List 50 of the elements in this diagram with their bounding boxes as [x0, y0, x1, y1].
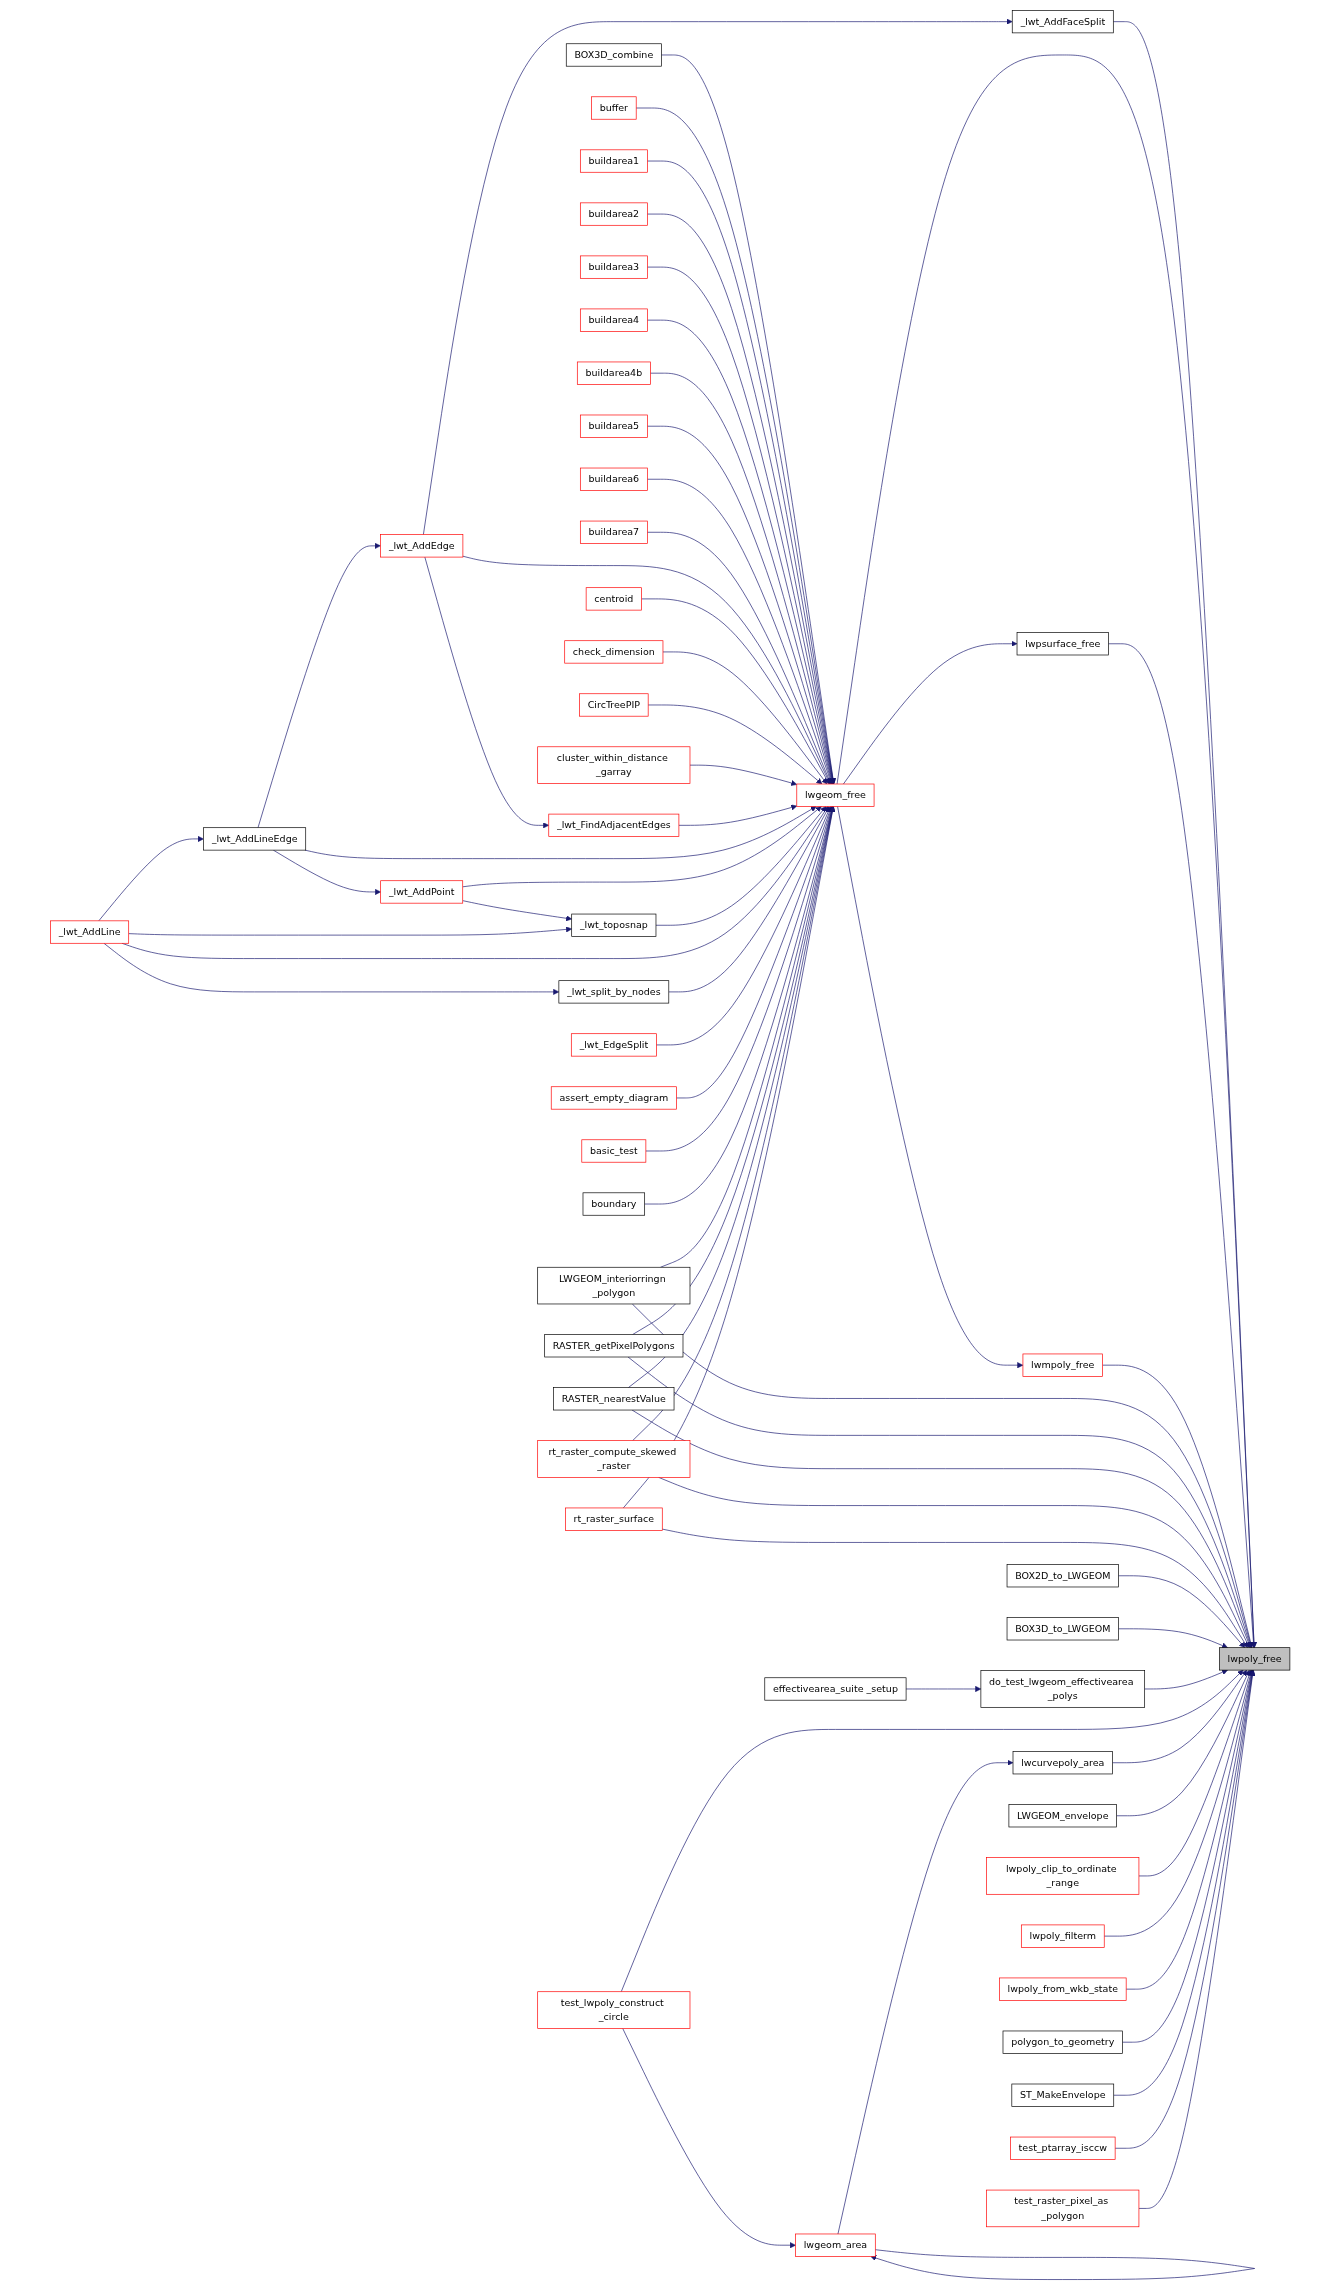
node-box: lwgeom_area: [795, 2233, 876, 2257]
node-box: buildarea1: [579, 149, 648, 173]
node-box: test_raster_pixel_as _polygon: [986, 2189, 1140, 2227]
node-box: buildarea7: [579, 520, 648, 544]
node-box: CircTreePIP: [579, 692, 649, 717]
node-box: lwpsurface_free: [1016, 631, 1109, 655]
node-box: lwcurvepoly_area: [1012, 1750, 1113, 1774]
node-box: cluster_within_distance _garray: [537, 745, 691, 784]
node-box: LWGEOM_interiorringn _polygon: [537, 1266, 691, 1304]
node-box: _lwt_toposnap: [571, 913, 657, 937]
node-box: LWGEOM_envelope: [1008, 1803, 1117, 1827]
node-box: assert_empty_diagram: [550, 1085, 677, 1109]
node-box: test_ptarray_isccw: [1009, 2136, 1116, 2160]
node-box: buildarea5: [579, 414, 648, 438]
node-box: RASTER_nearestValue: [553, 1386, 675, 1410]
node-box: _lwt_FindAdjacentEdges: [548, 813, 680, 837]
node-box: _lwt_EdgeSplit: [570, 1032, 657, 1056]
node-box: BOX3D_to_LWGEOM: [1006, 1616, 1119, 1640]
node-box: ST_MakeEnvelope: [1011, 2083, 1114, 2107]
node-box: buildarea4b: [576, 361, 651, 385]
node-box: lwpoly_filterm: [1020, 1924, 1105, 1948]
node-box: buildarea2: [579, 202, 648, 226]
node-box: BOX3D_combine: [565, 42, 662, 67]
node-box: _lwt_AddEdge: [380, 533, 464, 557]
node-box: _lwt_AddLineEdge: [203, 826, 306, 850]
node-box: lwpoly_free: [1218, 1646, 1291, 1670]
node-box: _lwt_AddLine: [49, 920, 129, 944]
node-box: basic_test: [581, 1138, 647, 1163]
node-box: buildarea4: [579, 308, 648, 332]
node-box: polygon_to_geometry: [1002, 2030, 1123, 2054]
node-box: _lwt_AddPoint: [380, 879, 463, 903]
node-box: buildarea3: [579, 255, 648, 279]
node-box: rt_raster_compute_skewed _raster: [537, 1439, 691, 1478]
node-box: _lwt_AddFaceSplit: [1011, 9, 1114, 33]
node-box: rt_raster_surface: [564, 1507, 663, 1531]
node-box: buildarea6: [579, 467, 648, 491]
node-box: effectivearea_suite _setup: [764, 1676, 907, 1701]
node-box: check_dimension: [564, 639, 664, 663]
node-box: lwpoly_from_wkb_state: [998, 1977, 1127, 2001]
node-box: lwmpoly_free: [1022, 1353, 1103, 1377]
node-box: do_test_lwgeom_effectivearea _polys: [980, 1669, 1145, 1708]
node-box: test_lwpoly_construct _circle: [537, 1990, 691, 2029]
node-box: _lwt_split_by_nodes: [558, 979, 669, 1003]
node-box: RASTER_getPixelPolygons: [544, 1333, 684, 1357]
node-box: centroid: [585, 586, 642, 610]
node-box: lwgeom_free: [796, 783, 875, 807]
node-box: lwpoly_clip_to_ordinate _range: [986, 1856, 1140, 1895]
node-box: buffer: [590, 95, 637, 120]
node-box: boundary: [582, 1191, 645, 1216]
node-box: BOX2D_to_LWGEOM: [1006, 1563, 1119, 1587]
